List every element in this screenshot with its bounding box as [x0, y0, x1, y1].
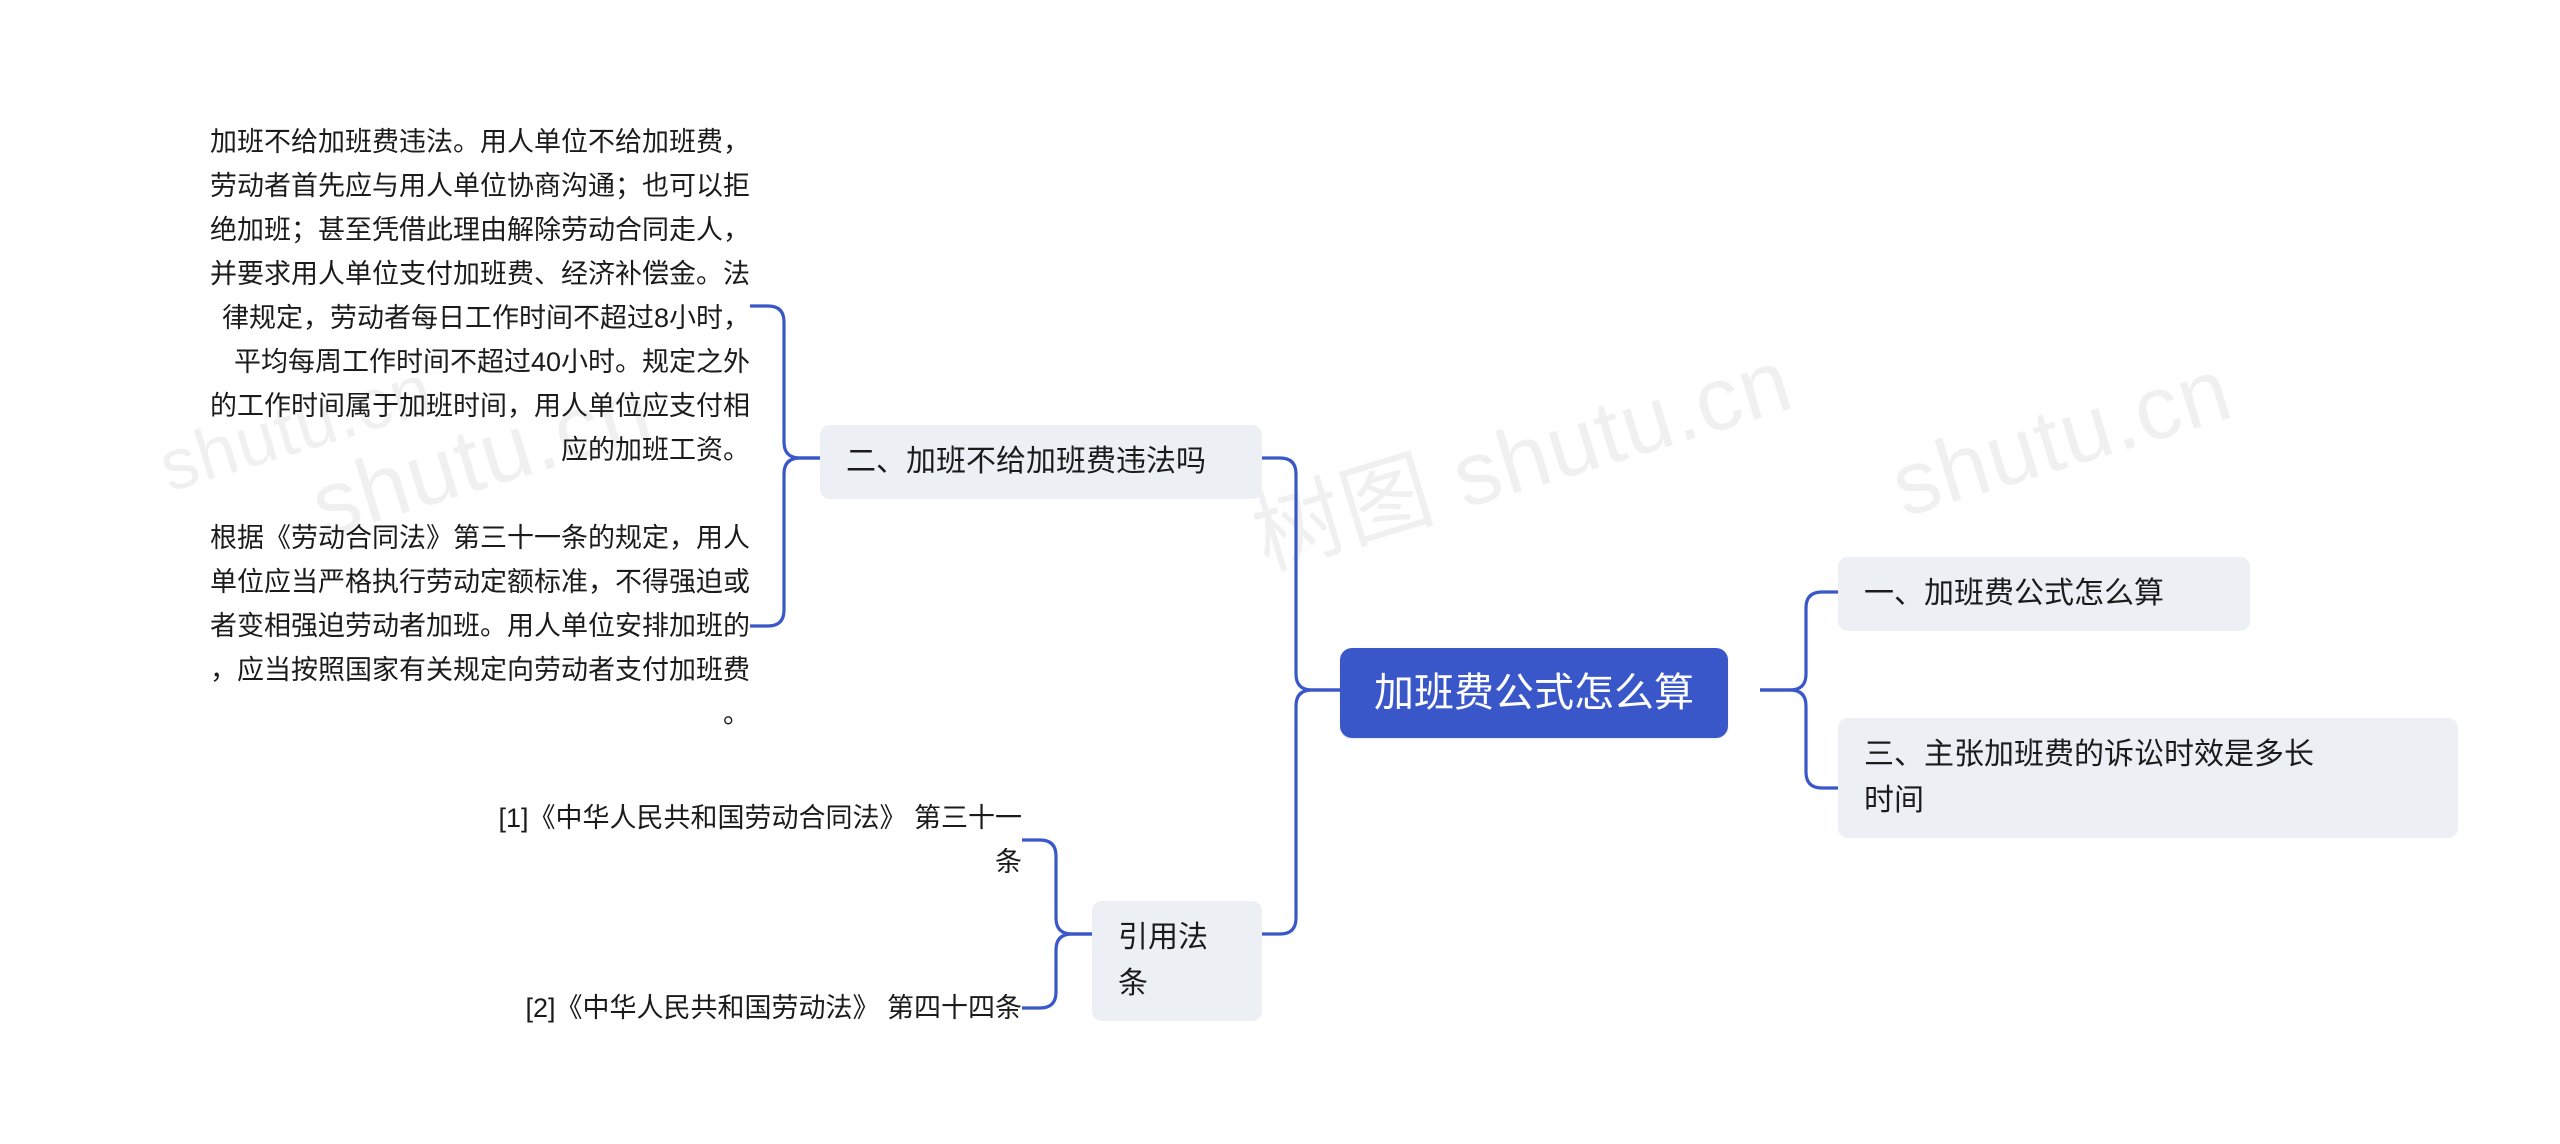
- link-root-left-topic2: [1262, 688, 1340, 936]
- root-node[interactable]: 加班费公式怎么算: [1340, 648, 1728, 738]
- watermark-shutu-2: 树图 shutu.cn: [1242, 330, 1804, 589]
- link-topic1-detail1: [750, 304, 820, 460]
- link-topic2-cite2: [1022, 932, 1092, 1010]
- left-topic-node-1[interactable]: 二、加班不给加班费违法吗: [820, 425, 1262, 499]
- watermark-shutu-3: shutu.cn: [1880, 339, 2243, 537]
- right-node-2[interactable]: 三、主张加班费的诉讼时效是多长 时间: [1838, 718, 2458, 838]
- right-node-1[interactable]: 一、加班费公式怎么算: [1838, 557, 2250, 631]
- left-detail-text-1: 加班不给加班费违法。用人单位不给加班费， 劳动者首先应与用人单位协商沟通；也可以…: [210, 127, 750, 465]
- left-citation-text-1: [1]《中华人民共和国劳动合同法》 第三十一 条: [498, 803, 1022, 877]
- link-root-right-1: [1760, 590, 1838, 692]
- left-detail-text-2: 根据《劳动合同法》第三十一条的规定，用人 单位应当严格执行劳动定额标准，不得强迫…: [210, 523, 750, 729]
- link-topic1-detail2: [750, 456, 820, 628]
- left-citation-text-2: [2]《中华人民共和国劳动法》 第四十四条: [525, 993, 1022, 1023]
- link-root-right-2: [1760, 688, 1838, 790]
- link-topic2-cite1: [1022, 838, 1092, 936]
- left-topic-node-2[interactable]: 引用法条: [1092, 901, 1262, 1021]
- link-root-left-topic1: [1262, 456, 1340, 692]
